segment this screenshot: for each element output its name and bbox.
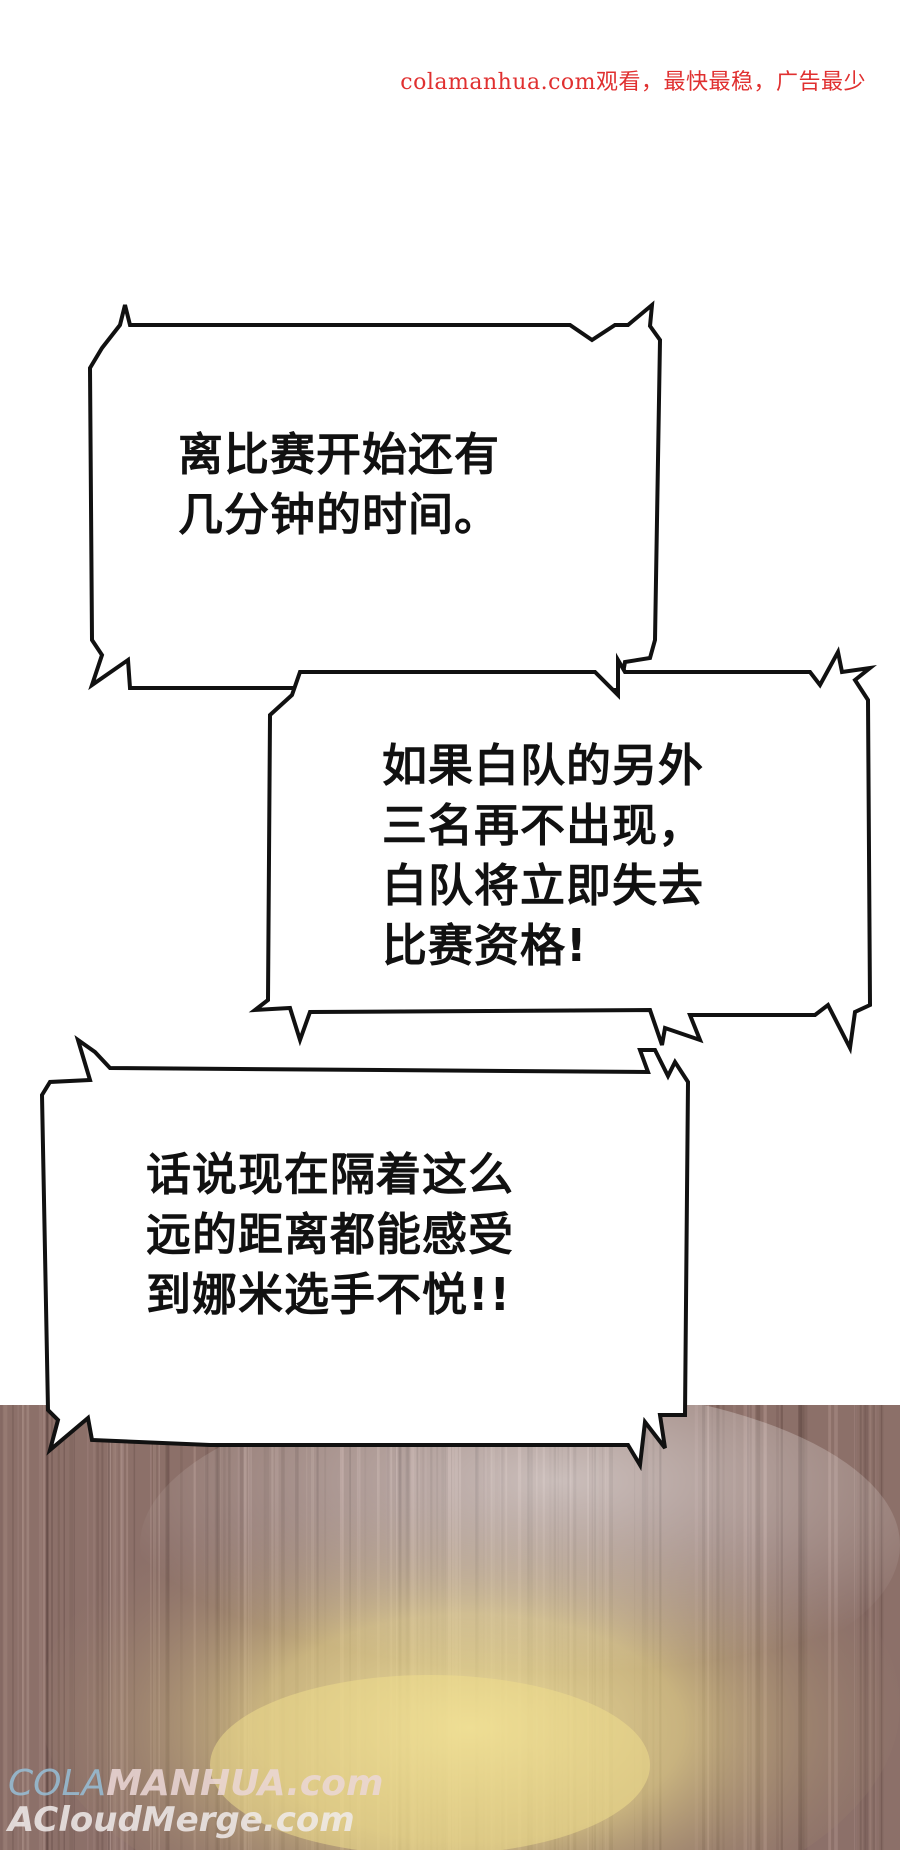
watermark-line-2: ACloudMerge.com bbox=[8, 1800, 355, 1840]
bubble-3-text: 话说现在隔着这么 远的距离都能感受 到娜米选手不悦!! bbox=[146, 1145, 514, 1325]
wood-streak bbox=[12, 1405, 14, 1850]
wood-streak bbox=[17, 1405, 20, 1850]
bubble-3-line-1: 话说现在隔着这么 bbox=[146, 1148, 515, 1201]
wood-streak bbox=[875, 1405, 877, 1850]
wood-streak bbox=[22, 1405, 24, 1850]
wood-streak bbox=[26, 1405, 30, 1850]
bubble-3-line-2: 远的距离都能感受 bbox=[146, 1208, 515, 1261]
wood-streak bbox=[63, 1405, 65, 1850]
wood-streak bbox=[879, 1405, 884, 1850]
watermark-manhua: MANHUA.com bbox=[106, 1763, 384, 1804]
wood-streak bbox=[46, 1405, 49, 1850]
wood-streak bbox=[45, 1405, 48, 1850]
wood-streak bbox=[51, 1405, 53, 1850]
wood-streak bbox=[38, 1405, 43, 1850]
speech-bubble-1 bbox=[87, 300, 663, 725]
site-banner[interactable]: colamanhua.com观看，最快最稳，广告最少 bbox=[400, 70, 866, 95]
wood-streak bbox=[3, 1405, 8, 1850]
watermark-line-1: COLAMANHUA.com bbox=[8, 1764, 384, 1804]
bubble-1-line-2: 几分钟的时间。 bbox=[178, 488, 501, 541]
watermark: COLAMANHUA.com ACloudMerge.com bbox=[8, 1764, 384, 1841]
wood-streak bbox=[22, 1405, 25, 1850]
bubble-1-text: 离比赛开始还有 几分钟的时间。 bbox=[178, 425, 500, 545]
bubble-2-text: 如果白队的另外 三名再不出现， 白队将立即失去 比赛资格! bbox=[382, 736, 704, 976]
bubble-3-line-3: 到娜米选手不悦!! bbox=[146, 1268, 512, 1321]
watermark-cola: COLA bbox=[8, 1763, 107, 1804]
wood-streak bbox=[881, 1405, 883, 1850]
bubble-2-line-3: 白队将立即失去 bbox=[382, 859, 705, 912]
wood-streak bbox=[0, 1405, 3, 1850]
bubble-2-line-2: 三名再不出现， bbox=[382, 799, 705, 852]
speech-bubble-2 bbox=[248, 646, 877, 1055]
wood-streak bbox=[57, 1405, 60, 1850]
floor-background bbox=[0, 1405, 900, 1850]
bubble-1-line-1: 离比赛开始还有 bbox=[178, 428, 501, 481]
wood-streak bbox=[42, 1405, 46, 1850]
floor-texture bbox=[0, 1405, 900, 1850]
speech-bubble-3 bbox=[39, 1035, 691, 1472]
bubble-2-line-4: 比赛资格! bbox=[382, 919, 588, 972]
bubble-2-line-1: 如果白队的另外 bbox=[382, 739, 705, 792]
